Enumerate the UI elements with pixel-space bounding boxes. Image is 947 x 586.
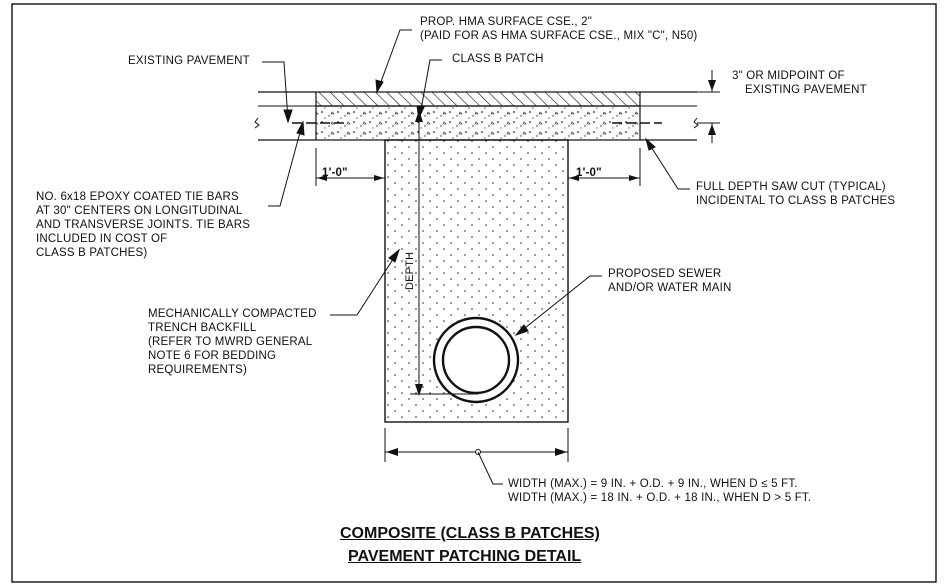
offset-dimension-right	[568, 148, 641, 186]
class-b-patch	[315, 105, 641, 141]
label-width-1: WIDTH (MAX.) = 9 IN. + O.D. + 9 IN., WHE…	[508, 478, 798, 490]
title-line-1: COMPOSITE (CLASS B PATCHES)	[340, 525, 600, 542]
label-backfill-2: TRENCH BACKFILL	[148, 322, 257, 334]
label-depth-note-2: EXISTING PAVEMENT	[745, 84, 867, 96]
label-tie-bars-1: NO. 6x18 EPOXY COATED TIE BARS	[36, 191, 239, 203]
label-backfill-3: (REFER TO MWRD GENERAL	[148, 336, 313, 348]
label-backfill-1: MECHANICALLY COMPACTED	[148, 308, 317, 320]
leader-lines	[262, 29, 690, 337]
title-line-2: PAVEMENT PATCHING DETAIL	[348, 548, 582, 565]
drawing-border	[11, 3, 937, 583]
label-tie-bars-5: CLASS B PATCHES)	[36, 247, 148, 259]
depth-dimension	[410, 110, 478, 396]
label-offset-left: 1'-0"	[322, 167, 348, 179]
label-depth-note-1: 3" OR MIDPOINT OF	[732, 70, 845, 82]
label-backfill-4: NOTE 6 FOR BEDDING	[148, 350, 277, 362]
label-saw-cut-1: FULL DEPTH SAW CUT (TYPICAL)	[696, 181, 886, 193]
label-saw-cut-2: INCIDENTAL TO CLASS B PATCHES	[696, 195, 896, 207]
cut-depth-dimension	[697, 70, 720, 143]
existing-pavement-left	[254, 91, 316, 141]
existing-pavement-right	[640, 91, 699, 141]
width-dimension	[384, 428, 569, 485]
pipe-inner	[441, 325, 511, 395]
label-surface-course: PROP. HMA SURFACE CSE., 2"	[420, 16, 593, 28]
label-tie-bars-2: AT 30" CENTERS ON LONGITUDINAL	[36, 205, 243, 217]
label-width-2: WIDTH (MAX.) = 18 IN. + O.D. + 18 IN., W…	[508, 492, 812, 504]
label-existing-pavement: EXISTING PAVEMENT	[128, 55, 250, 67]
label-class-b-patch: CLASS B PATCH	[452, 53, 544, 65]
label-offset-right: 1'-0"	[576, 167, 602, 179]
label-depth: DEPTH	[404, 251, 416, 290]
label-sewer-2: AND/OR WATER MAIN	[608, 282, 732, 294]
hma-surface-course	[315, 91, 641, 107]
label-tie-bars-3: AND TRANSVERSE JOINTS. TIE BARS	[36, 219, 251, 231]
offset-dimension-left	[315, 148, 385, 186]
label-backfill-5: REQUIREMENTS)	[148, 364, 248, 376]
label-sewer-1: PROPOSED SEWER	[608, 268, 722, 280]
label-surface-course-paid: (PAID FOR AS HMA SURFACE CSE., MIX "C", …	[420, 30, 698, 42]
label-tie-bars-4: INCLUDED IN COST OF	[36, 233, 168, 245]
